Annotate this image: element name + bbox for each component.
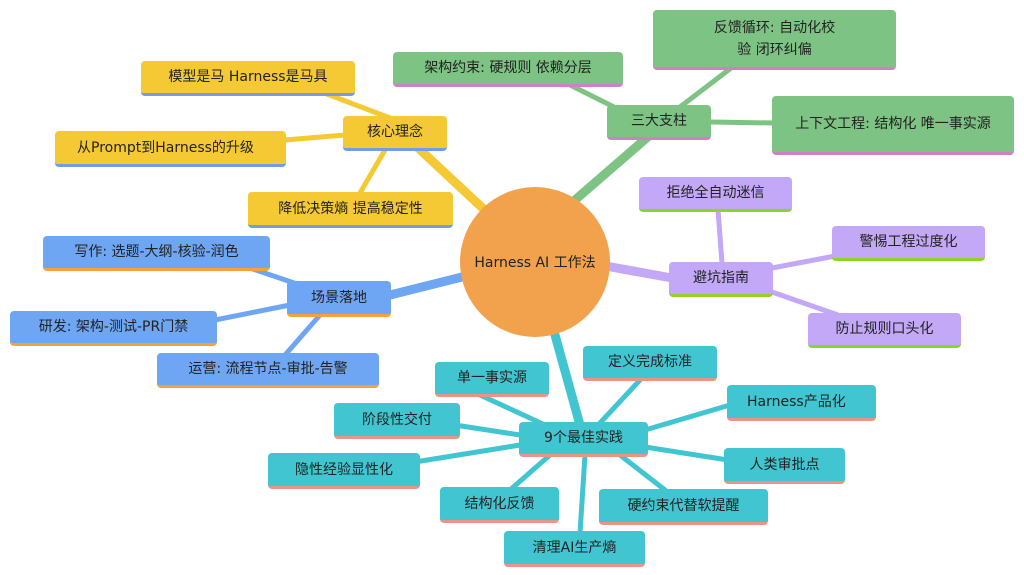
central-topic-label: Harness AI 工作法 — [474, 255, 596, 271]
scenarios-item-2[interactable]: 研发: 架构-测试-PR门禁 — [10, 311, 217, 346]
node-label: 上下文工程: 结构化 唯一事实源 — [795, 116, 991, 132]
node-label: 写作: 选题-大纲-核验-润色 — [74, 244, 239, 260]
practices-item-1[interactable]: 单一事实源 — [435, 362, 549, 397]
branch-pitfalls[interactable]: 避坑指南 — [669, 262, 773, 297]
node-label: 清理AI生产熵 — [532, 539, 617, 556]
practices-item-3[interactable]: Harness产品化 — [727, 385, 876, 421]
node-label: 从Prompt到Harness的升级 — [77, 139, 254, 156]
pitfalls-item-2[interactable]: 警惕工程过度化 — [832, 226, 985, 261]
branch-scenarios[interactable]: 场景落地 — [287, 281, 391, 317]
node-label: 拒绝全自动迷信 — [666, 185, 765, 201]
practices-item-8[interactable]: 硬约束代替软提醒 — [599, 489, 768, 525]
node-label: 防止规则口头化 — [835, 321, 934, 337]
branch-label: 三大支柱 — [631, 113, 687, 129]
practices-item-4[interactable]: 阶段性交付 — [334, 403, 460, 439]
core-item-1[interactable]: 模型是马 Harness是马具 — [141, 61, 355, 96]
practices-item-7[interactable]: 结构化反馈 — [440, 487, 559, 523]
branch-pillars[interactable]: 三大支柱 — [607, 105, 711, 140]
branch-core[interactable]: 核心理念 — [343, 116, 447, 151]
scenarios-item-1[interactable]: 写作: 选题-大纲-核验-润色 — [43, 236, 270, 271]
pitfalls-item-3[interactable]: 防止规则口头化 — [808, 313, 961, 348]
node-label: 警惕工程过度化 — [859, 234, 958, 250]
node-label: 架构约束: 硬规则 依赖分层 — [424, 60, 592, 76]
scenarios-item-3[interactable]: 运营: 流程节点-审批-告警 — [157, 353, 379, 388]
node-label: 模型是马 Harness是马具 — [168, 69, 328, 85]
practices-item-2[interactable]: 定义完成标准 — [583, 346, 717, 381]
core-item-3[interactable]: 降低决策熵 提高稳定性 — [248, 192, 453, 228]
branch-label: 场景落地 — [311, 289, 367, 306]
practices-item-6[interactable]: 人类审批点 — [724, 448, 845, 484]
node-label: 单一事实源 — [457, 370, 527, 386]
node-label: 运营: 流程节点-审批-告警 — [188, 361, 348, 377]
node-label: 研发: 架构-测试-PR门禁 — [38, 319, 189, 335]
pillars-item-2[interactable]: 反馈循环: 自动化校验 闭环纠偏 — [653, 10, 896, 70]
node-label: 阶段性交付 — [362, 411, 432, 428]
node-label: 降低决策熵 提高稳定性 — [278, 200, 423, 217]
node-label: 人类审批点 — [749, 456, 820, 473]
pitfalls-edges — [595, 207, 841, 318]
node-label: 隐性经验显性化 — [295, 461, 393, 478]
central-topic[interactable]: Harness AI 工作法 — [460, 187, 610, 337]
core-item-2[interactable]: 从Prompt到Harness的升级 — [55, 131, 286, 167]
practices-item-9[interactable]: 清理AI生产熵 — [504, 531, 645, 567]
node-label: 反馈循环: 自动化校验 闭环纠偏 — [713, 19, 836, 58]
pillars-item-3[interactable]: 上下文工程: 结构化 唯一事实源 — [772, 96, 1014, 155]
practices-edges — [412, 330, 733, 536]
node-label: 结构化反馈 — [464, 495, 535, 512]
node-label: 定义完成标准 — [608, 354, 692, 370]
pitfalls-item-1[interactable]: 拒绝全自动迷信 — [639, 177, 792, 212]
node-label: Harness产品化 — [747, 393, 846, 410]
branch-practices[interactable]: 9个最佳实践 — [519, 422, 648, 457]
node-label: 硬约束代替软提醒 — [627, 497, 740, 514]
branch-label: 避坑指南 — [693, 270, 749, 286]
branch-label: 核心理念 — [367, 124, 423, 140]
pillars-item-1[interactable]: 架构约束: 硬规则 依赖分层 — [393, 52, 623, 87]
practices-item-5[interactable]: 隐性经验显性化 — [268, 453, 420, 489]
branch-label: 9个最佳实践 — [544, 430, 623, 446]
